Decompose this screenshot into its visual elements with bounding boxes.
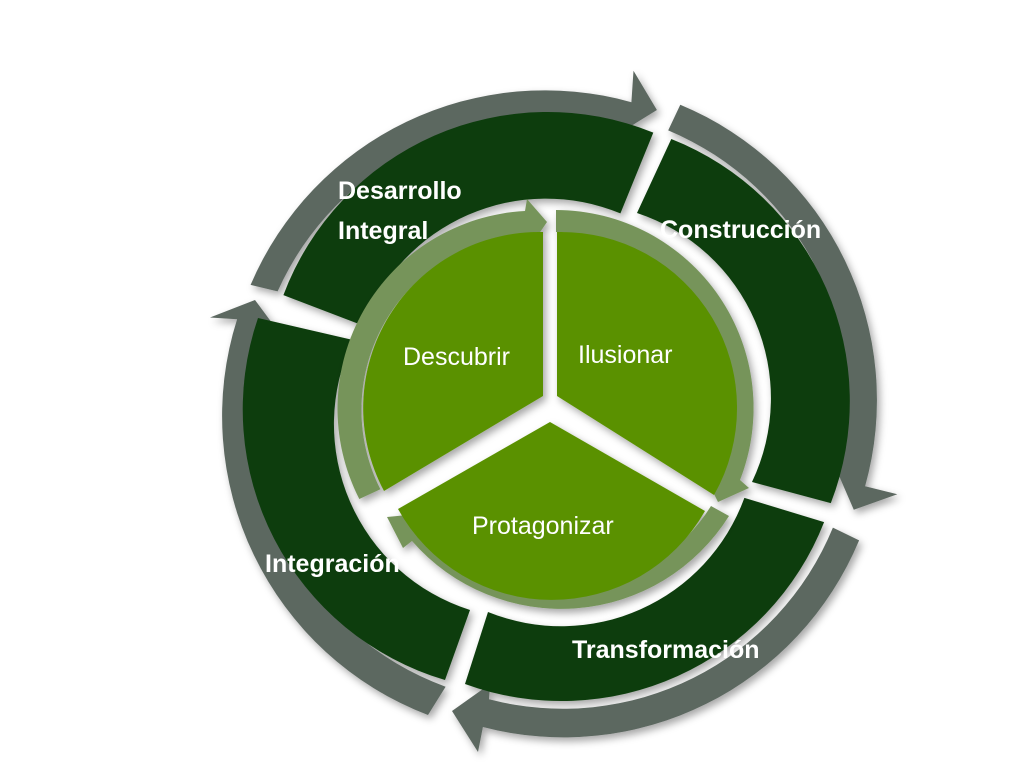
outer-segment-desarrollo-integral [283, 111, 654, 326]
outer-arc-integracion [210, 300, 446, 715]
label-construccion: Construcción [660, 216, 821, 244]
inner-segment-descubrir [363, 231, 543, 491]
inner-ring-descubrir [337, 199, 547, 499]
outer-arc-construccion [668, 104, 898, 510]
inner-segment-protagonizar [398, 422, 705, 600]
outer-arc-desarrollo-integral [250, 70, 657, 292]
label-integracion: Integración [265, 550, 400, 578]
outer-cycle [210, 70, 898, 752]
outer-segment-construccion [637, 139, 850, 504]
label-desarrollo-integral-line-2: Integral [338, 217, 428, 245]
outer-segment-transformacion [465, 497, 825, 702]
label-desarrollo-integral: Desarrollo Integral [338, 177, 469, 245]
label-transformacion: Transformación [572, 636, 760, 664]
outer-arc-transformacion [452, 527, 860, 752]
inner-cycle [337, 199, 754, 609]
inner-ring-ilusionar [556, 210, 754, 502]
outer-segment-integracion [242, 318, 470, 680]
label-desarrollo-integral-line-1: Desarrollo [338, 177, 462, 205]
label-protagonizar: Protagonizar [472, 512, 614, 540]
inner-segment-ilusionar [557, 231, 738, 495]
label-descubrir: Descubrir [403, 343, 510, 371]
inner-ring-protagonizar [387, 506, 729, 609]
label-ilusionar: Ilusionar [578, 341, 673, 369]
